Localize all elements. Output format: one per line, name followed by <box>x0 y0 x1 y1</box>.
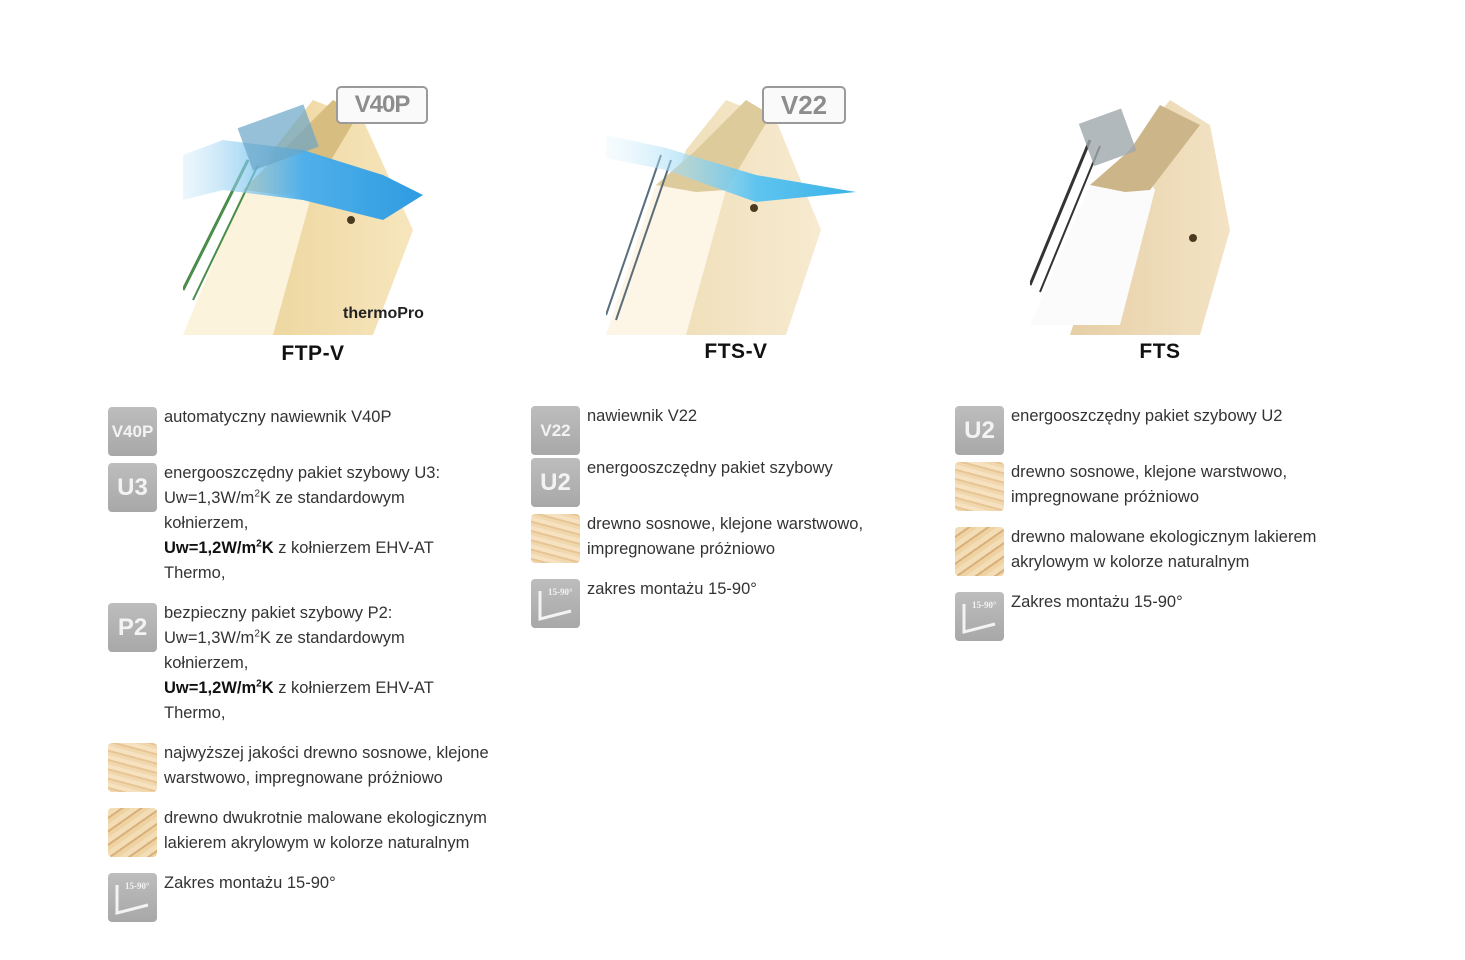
feature-text: energooszczędny pakiet szybowy U3: Uw=1,… <box>164 464 441 582</box>
product-title: FTS-V <box>704 340 768 363</box>
p2-icon: P2 <box>108 603 157 652</box>
v22-icon: V22 <box>531 406 580 455</box>
u3-icon: U3 <box>108 463 157 512</box>
feature-text: bezpieczny pakiet szybowy P2: Uw=1,3W/m2… <box>164 604 434 722</box>
window-cross-section-image <box>606 100 856 335</box>
product-title: FTS <box>1139 340 1181 363</box>
window-cross-section-image: thermoPro <box>183 100 424 335</box>
wood-pine-icon <box>955 462 1004 511</box>
feature-text: najwyższej jakości drewno sosnowe, klejo… <box>164 744 489 787</box>
svg-text:15-90°: 15-90° <box>972 600 997 610</box>
mounting-angle-icon: 15-90° <box>955 592 1004 641</box>
product-column-fts-v: V22 FTS-V V22 nawiewnik V22 U2 energoosz… <box>531 0 951 960</box>
wood-painted-icon <box>108 808 157 857</box>
wood-pine-icon <box>108 743 157 792</box>
feature-text: drewno sosnowe, klejone warstwowo, impre… <box>587 515 864 558</box>
svg-text:15-90°: 15-90° <box>125 881 150 891</box>
feature-text: drewno dwukrotnie malowane ekologicznym … <box>164 809 487 852</box>
u2-icon: U2 <box>531 458 580 507</box>
product-title: FTP-V <box>281 342 345 365</box>
wood-painted-icon <box>955 527 1004 576</box>
mounting-angle-icon: 15-90° <box>108 873 157 922</box>
feature-text: energooszczędny pakiet szybowy U2 <box>1011 407 1283 425</box>
v40p-icon: V40P <box>108 407 157 456</box>
v22-badge: V22 <box>762 86 846 124</box>
feature-text: Zakres montażu 15-90° <box>1011 593 1183 611</box>
window-cross-section-image <box>1030 100 1230 335</box>
feature-text: automatyczny nawiewnik V40P <box>164 408 392 426</box>
svg-text:15-90°: 15-90° <box>548 587 573 597</box>
wood-pine-icon <box>531 514 580 563</box>
product-column-fts: FTS U2 energooszczędny pakiet szybowy U2… <box>955 0 1375 960</box>
feature-text: energooszczędny pakiet szybowy <box>587 459 833 477</box>
feature-text: nawiewnik V22 <box>587 407 698 425</box>
u2-icon: U2 <box>955 406 1004 455</box>
v40p-badge: V40P <box>336 86 428 124</box>
product-column-ftp-v: thermoPro V40P FTP-V V40P automatyczny n… <box>108 0 528 960</box>
mounting-angle-icon: 15-90° <box>531 579 580 628</box>
thermopro-brand-mark: thermoPro <box>343 305 424 322</box>
feature-text: zakres montażu 15-90° <box>587 580 757 598</box>
feature-text: drewno malowane ekologicznym lakierem ak… <box>1011 528 1317 571</box>
feature-text: drewno sosnowe, klejone warstwowo, impre… <box>1011 463 1288 506</box>
feature-text: Zakres montażu 15-90° <box>164 874 336 892</box>
